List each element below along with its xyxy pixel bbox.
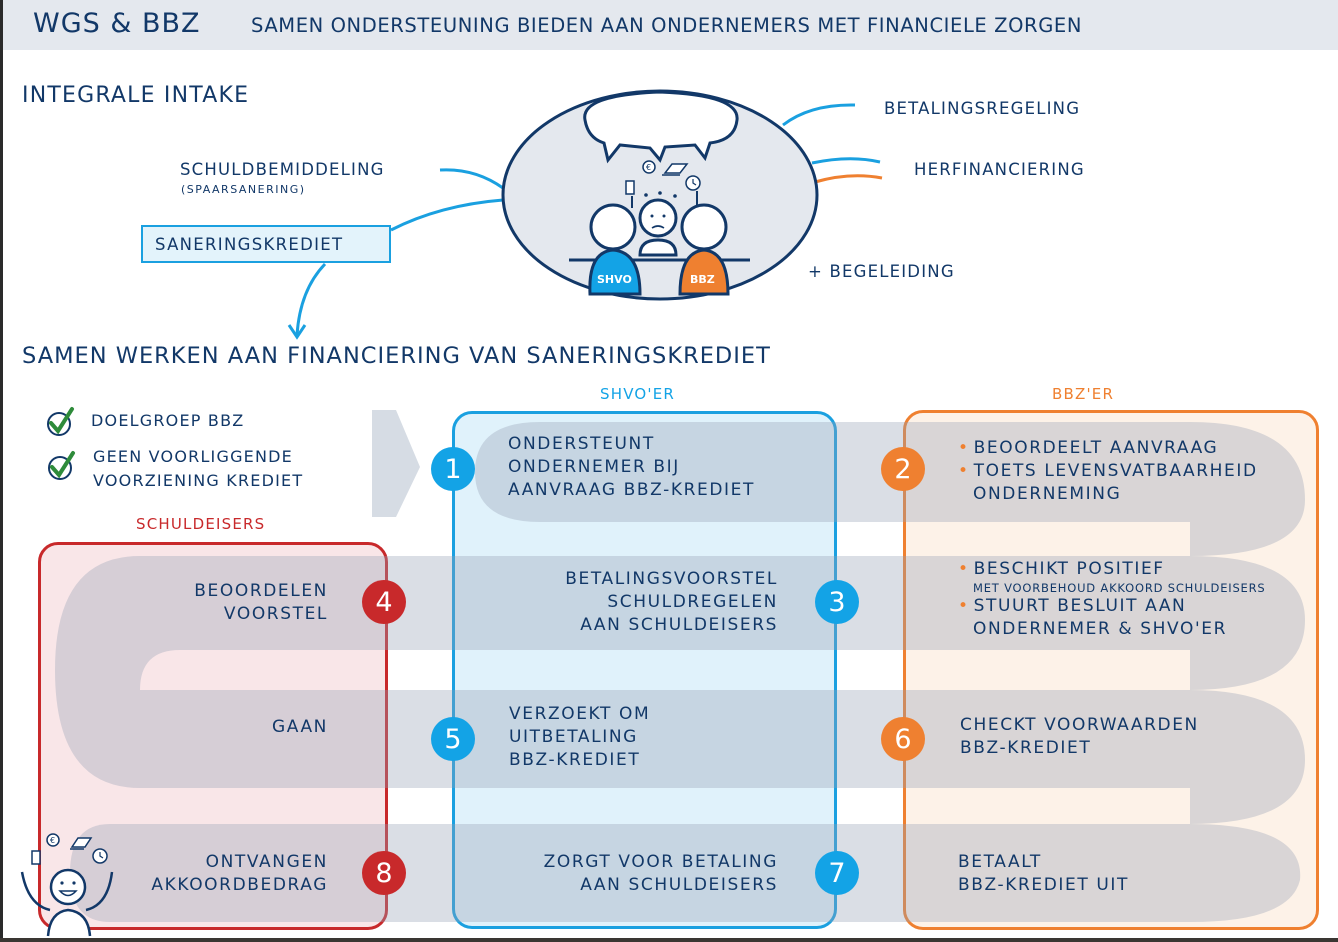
step-bbz-final-text: BETAALT BBZ-KREDIET UIT [958,852,1129,895]
laptop-icon [70,837,93,850]
option-saneringskrediet: SANERINGSKREDIET [155,235,344,254]
header-title: SAMEN ONDERSTEUNING BIEDEN AAN ONDERNEME… [251,14,1083,37]
step-4-text: BEOORDELEN VOORSTEL [194,581,328,624]
phone-icon [31,850,41,865]
bbz-person [678,248,730,296]
connector-herfinanciering-orange [814,174,883,184]
step-2-text: BEOORDEELT AANVRAAG TOETS LEVENSVATBAARH… [958,437,1258,506]
condition-doelgroep: DOELGROEP BBZ [91,411,245,430]
step-3-bbz-text: BESCHIKT POSITIEF MET VOORBEHOUD AKKOORD… [958,558,1266,641]
frame-border-bottom [0,938,1338,942]
bbz-label: BBZ [690,273,715,286]
column-schuldeisers [38,542,388,930]
path-row-3 [140,690,1190,788]
phone-icon [625,180,635,195]
connector-saneringskrediet [390,198,504,232]
arrow-head [287,324,307,340]
option-schuldbemiddeling-sublabel: (SPAARSANERING) [181,183,306,196]
path-turn-right-2 [1190,556,1305,690]
step-3-text: BETALINGSVOORSTEL SCHULDREGELEN AAN SCHU… [565,569,778,635]
checkmark-icon [49,407,74,435]
step-badge-4: 4 [362,580,406,624]
header-brand: WGS & BBZ [33,8,201,39]
column-title-bbz: BBZ'ER [1052,385,1115,403]
step-4b-text: GAAN [271,717,328,737]
happy-avatar [49,868,87,906]
step-8-text: ONTVANGEN AKKOORDBEDRAG [151,852,328,895]
header-bar: WGS & BBZ SAMEN ONDERSTEUNING BIEDEN AAN… [3,0,1338,50]
path-turn-right [1190,690,1305,824]
shvo-label: SHVO [597,273,632,286]
connector-betalingsregeling [782,103,856,127]
step-6-text: CHECKT VOORWAARDEN BBZ-KREDIET [960,715,1199,758]
column-title-schuldeisers: SCHULDEISERS [136,515,266,533]
condition-voorziening-krediet: VOORZIENING KREDIET [93,471,304,490]
step-badge-8: 8 [362,851,406,895]
euro-coin-icon [642,160,656,174]
path-row-2 [140,556,1190,650]
step-5-text: VERZOEKT OM UITBETALING BBZ-KREDIET [509,704,651,770]
svg-text:€: € [646,163,651,172]
step-badge-1: 1 [431,447,475,491]
option-betalingsregeling: BETALINGSREGELING [884,99,1081,118]
step-badge-7: 7 [815,851,859,895]
option-saneringskrediet-box: SANERINGSKREDIET [141,225,391,263]
check-circle-icon [47,412,71,436]
start-arrow-shape [372,410,420,517]
column-title-shvo: SHVO'ER [600,385,676,403]
step-badge-6: 6 [881,717,925,761]
column-bbz [903,410,1319,930]
step-7-text: ZORGT VOOR BETALING AAN SCHULDEISERS [543,852,778,895]
client-avatar [638,198,678,238]
step-badge-3: 3 [815,580,859,624]
condition-geen-voorliggende: GEEN VOORLIGGENDE [93,447,293,466]
path-turn-left-1 [55,556,180,788]
svg-text:€: € [50,836,55,845]
column-shvo [452,411,837,929]
step-1-text: ONDERSTEUNT ONDERNEMER BIJ AANVRAAG BBZ-… [508,434,755,500]
laptop-icon [662,163,689,176]
section-title-process: SAMEN WERKEN AAN FINANCIERING VAN SANERI… [22,343,771,369]
shvo-person [588,248,642,296]
euro-coin-icon [46,833,60,847]
option-begeleiding: + BEGELEIDING [808,262,955,281]
step-badge-2: 2 [881,447,925,491]
connector-schuldbemiddeling [439,168,504,190]
check-circle-icon [48,456,72,480]
checkmark-icon [50,451,75,479]
connector-herfinanciering-blue [811,157,881,165]
option-schuldbemiddeling: SCHULDBEMIDDELING [180,160,385,179]
frame-border-left [0,0,3,942]
step-badge-5: 5 [431,717,475,761]
section-title-intake: INTEGRALE INTAKE [22,83,250,108]
path-row-4 [70,824,1190,922]
path-turn-right-3 [1190,824,1301,922]
speech-bubble-icon [583,90,739,164]
arrow-saneringskrediet-down [295,262,327,336]
option-herfinanciering: HERFINANCIERING [914,160,1085,179]
